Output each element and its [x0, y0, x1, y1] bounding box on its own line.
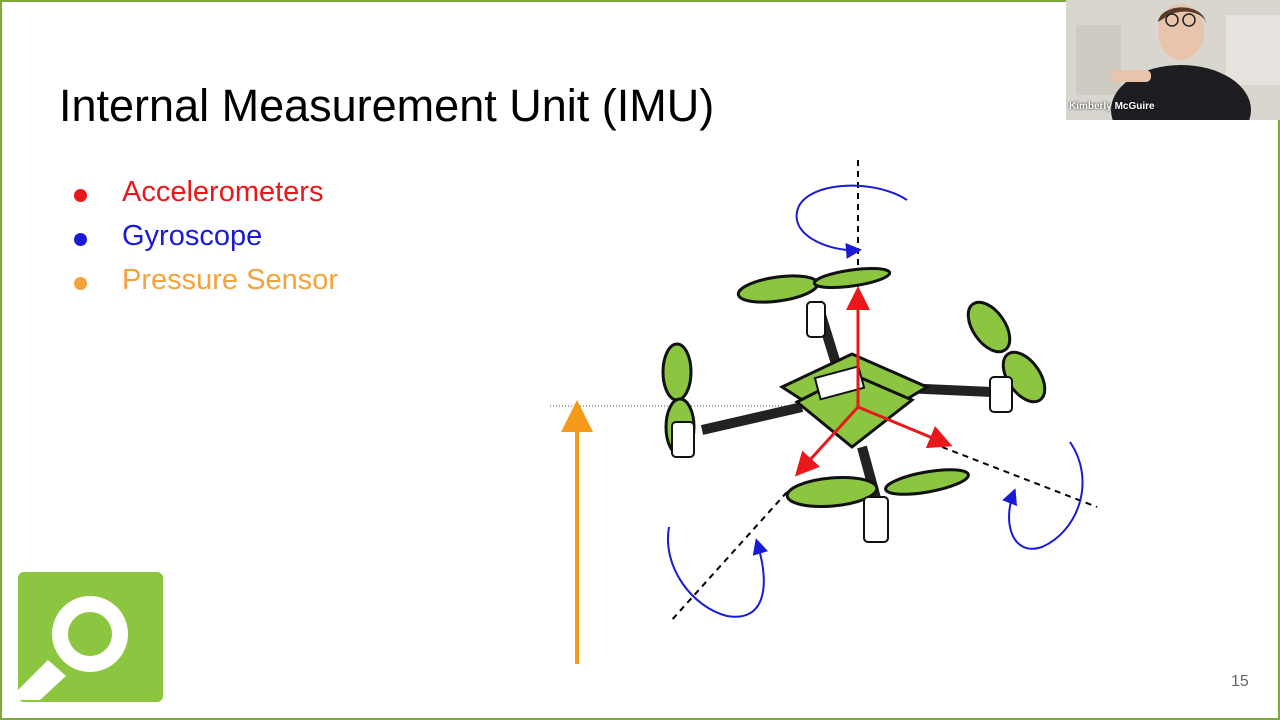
bullet-pressure-sensor: Pressure Sensor: [72, 264, 338, 308]
bullet-label: Gyroscope: [122, 220, 263, 252]
participant-video-icon: [1066, 0, 1280, 120]
bullet-dot-red: [74, 189, 87, 202]
bullet-dot-blue: [74, 233, 87, 246]
bullet-gyroscope: Gyroscope: [72, 220, 338, 264]
bullet-label: Pressure Sensor: [122, 264, 338, 296]
quadcopter-imu-axes-icon: [550, 160, 1098, 664]
slide-title: Internal Measurement Unit (IMU): [59, 80, 715, 131]
participant-video-tile[interactable]: [1066, 0, 1280, 120]
page-number: 15: [1231, 673, 1249, 690]
bullet-list: Accelerometers Gyroscope Pressure Sensor: [72, 176, 338, 308]
bullet-label: Accelerometers: [122, 176, 324, 208]
participant-name: Kimberly McGuire: [1069, 101, 1155, 112]
magnifier-logo-icon: [18, 572, 163, 702]
bullet-dot-orange: [74, 277, 87, 290]
bullet-accelerometers: Accelerometers: [72, 176, 338, 220]
